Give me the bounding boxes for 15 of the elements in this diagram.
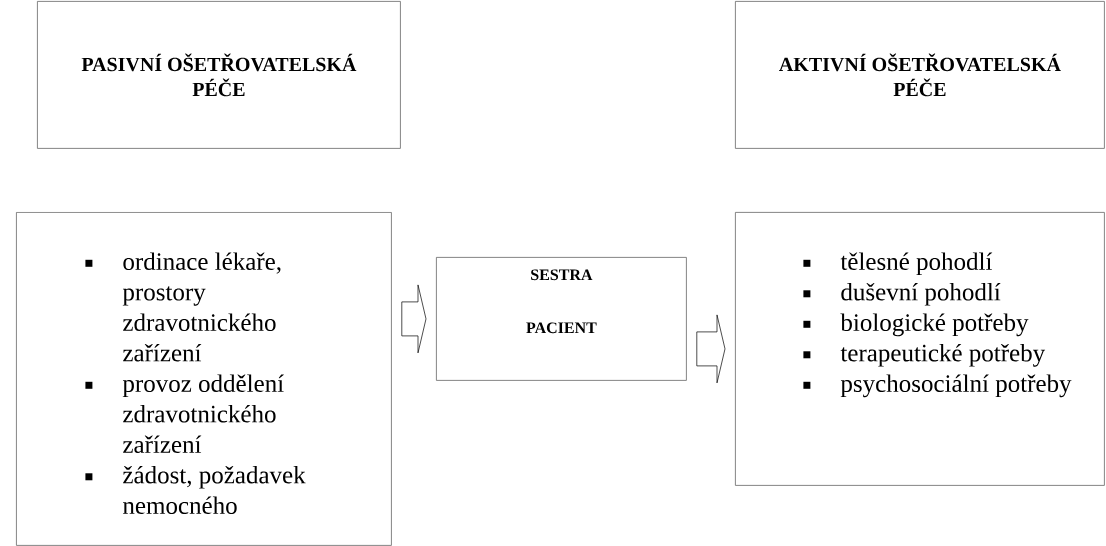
label-text: SESTRA bbox=[531, 269, 593, 281]
process-box bbox=[436, 257, 687, 381]
heading-box bbox=[37, 1, 401, 149]
list-item: terapeutické potřeby bbox=[803, 343, 1046, 367]
list-box bbox=[16, 212, 392, 546]
heading-text: PASIVNÍ OŠETŘOVATELSKÁ PÉČE bbox=[81, 53, 357, 97]
list-item: biologické potřeby bbox=[803, 313, 1029, 337]
list-box bbox=[735, 212, 1105, 486]
list-item: duševní pohodlí bbox=[803, 282, 1001, 306]
list-item: tělesné pohodlí bbox=[803, 252, 993, 276]
list-item: psychosociální potřeby bbox=[803, 374, 1072, 398]
list-item: žádost, požadavek nemocného bbox=[85, 465, 306, 515]
heading-box bbox=[735, 1, 1105, 149]
heading-text: AKTIVNÍ OŠETŘOVATELSKÁ PÉČE bbox=[779, 53, 1061, 97]
label-text: PACIENT bbox=[526, 322, 597, 334]
